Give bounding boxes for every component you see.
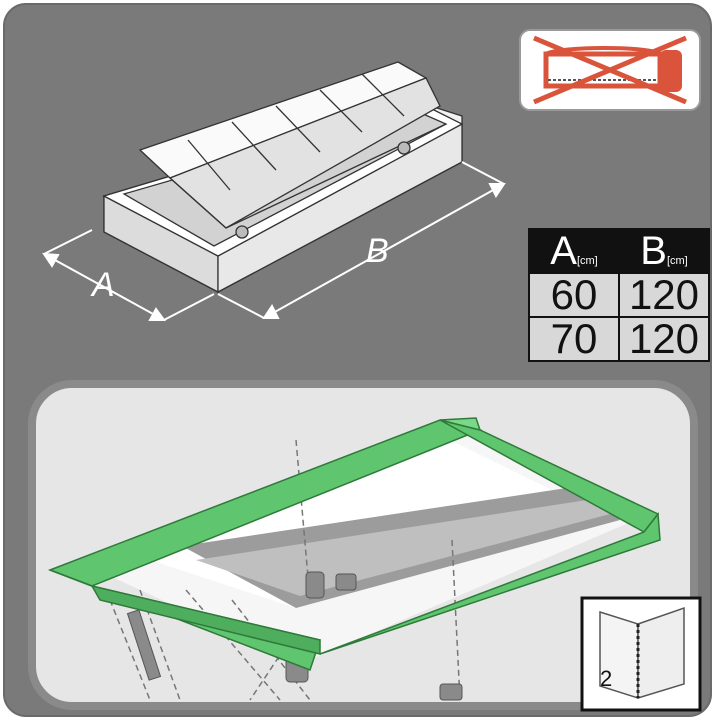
- dimension-a-line: [42, 229, 215, 321]
- table-header-row: A[cm] B[cm]: [528, 228, 710, 274]
- dimension-b-label: B: [366, 232, 389, 270]
- table-row: 70 120: [528, 316, 710, 362]
- table-cell: 120: [618, 272, 710, 318]
- manual-page-number: 2: [600, 666, 612, 691]
- table-row: 60 120: [528, 272, 710, 318]
- dimension-a-label: A: [90, 266, 115, 304]
- dimension-b-line: [217, 161, 506, 319]
- table-header-a: A[cm]: [528, 228, 620, 274]
- table-cell: 60: [528, 272, 620, 318]
- no-saw-icon: [519, 29, 701, 111]
- dimension-table: A[cm] B[cm] 60 120 70 120: [528, 228, 710, 362]
- manual-book-icon: [580, 596, 702, 712]
- hatch-frame-illustration: [47, 417, 661, 701]
- table-cell: 120: [618, 316, 710, 362]
- table-cell: 70: [528, 316, 620, 362]
- stair-box-illustration: [102, 61, 464, 294]
- table-header-b: B[cm]: [618, 228, 710, 274]
